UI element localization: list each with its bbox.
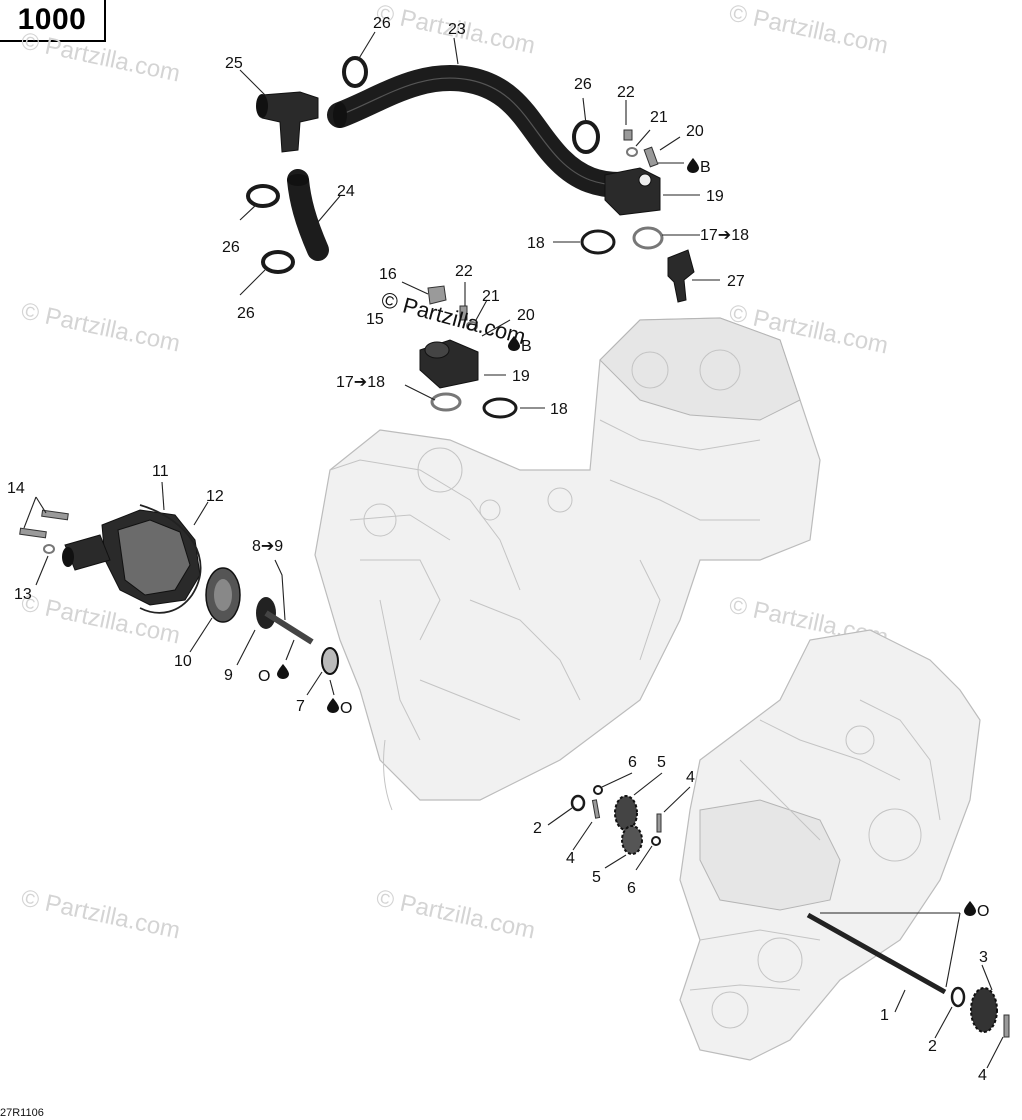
watermark: © Partzilla.com	[727, 0, 891, 59]
callout: B	[700, 159, 711, 176]
leader-lines	[23, 31, 1004, 1069]
hose-clamps	[246, 56, 600, 274]
watermark: © Partzilla.com	[19, 884, 183, 944]
callout: 17➔18	[700, 227, 749, 244]
callout: 26	[574, 76, 592, 93]
callout: 8➔9	[252, 538, 283, 555]
watermark: © Partzilla.com	[19, 297, 183, 357]
oil-drop-icon	[327, 698, 339, 713]
callout: 2	[928, 1038, 937, 1055]
callout: 1	[880, 1007, 889, 1024]
callout: 25	[225, 55, 243, 72]
callout: 27	[727, 273, 745, 290]
callout: 22	[617, 84, 635, 101]
callout: O	[258, 668, 270, 685]
callout: 23	[448, 21, 466, 38]
watermark: © Partzilla.com	[19, 27, 183, 87]
oil-drop-icon	[277, 664, 289, 679]
callout: 20	[686, 123, 704, 140]
callout: 6	[628, 754, 637, 771]
callout: 2	[533, 820, 542, 837]
callout: O	[977, 903, 989, 920]
drawing-code: 27R1106	[0, 1107, 44, 1119]
callout: 5	[657, 754, 666, 771]
oil-pump-gears	[570, 785, 1010, 1038]
callout: 11	[152, 463, 169, 480]
callout: 17➔18	[336, 374, 385, 391]
callout: 26	[373, 15, 391, 32]
callout: 21	[650, 109, 668, 126]
diagram-title-box: 1000	[0, 0, 106, 42]
callout: 3	[979, 949, 988, 966]
callout: 4	[978, 1067, 987, 1084]
coolant-hoses	[256, 65, 661, 261]
callout: 16	[379, 266, 397, 283]
callout-labels: 26 23 25 26 22 21 20 B 19 24 26 26 18 17…	[0, 15, 989, 1119]
callout: 9	[224, 667, 233, 684]
callout: 22	[455, 263, 473, 280]
overlapping-watermark: © Partzilla.com	[379, 287, 529, 350]
callout: 18	[550, 401, 568, 418]
outlet-fasteners	[419, 129, 695, 419]
callout: 18	[527, 235, 545, 252]
callout: 26	[222, 239, 240, 256]
callout: 4	[686, 769, 695, 786]
callout: 10	[174, 653, 192, 670]
engine-ghost-illustration	[314, 317, 981, 1061]
oil-drop-icon	[964, 901, 976, 916]
oil-drop-icon	[687, 158, 699, 173]
water-pump-assembly	[19, 504, 339, 675]
callout: B	[521, 338, 532, 355]
callout: 24	[337, 183, 355, 200]
callout: 15	[366, 311, 384, 328]
callout: 21	[482, 288, 500, 305]
callout: 19	[706, 188, 724, 205]
watermark: © Partzilla.com	[374, 884, 538, 944]
callout: 4	[566, 850, 575, 867]
callout: 19	[512, 368, 530, 385]
callout: 12	[206, 488, 224, 505]
callout: 5	[592, 869, 601, 886]
callout: 14	[7, 480, 25, 497]
callout: 20	[517, 307, 535, 324]
callout: 26	[237, 305, 255, 322]
callout: 13	[14, 586, 32, 603]
callout: 7	[296, 698, 305, 715]
callout: O	[340, 700, 352, 717]
oil-drop-icon	[508, 336, 520, 351]
diagram-title: 1000	[17, 3, 87, 36]
callout: 6	[627, 880, 636, 897]
